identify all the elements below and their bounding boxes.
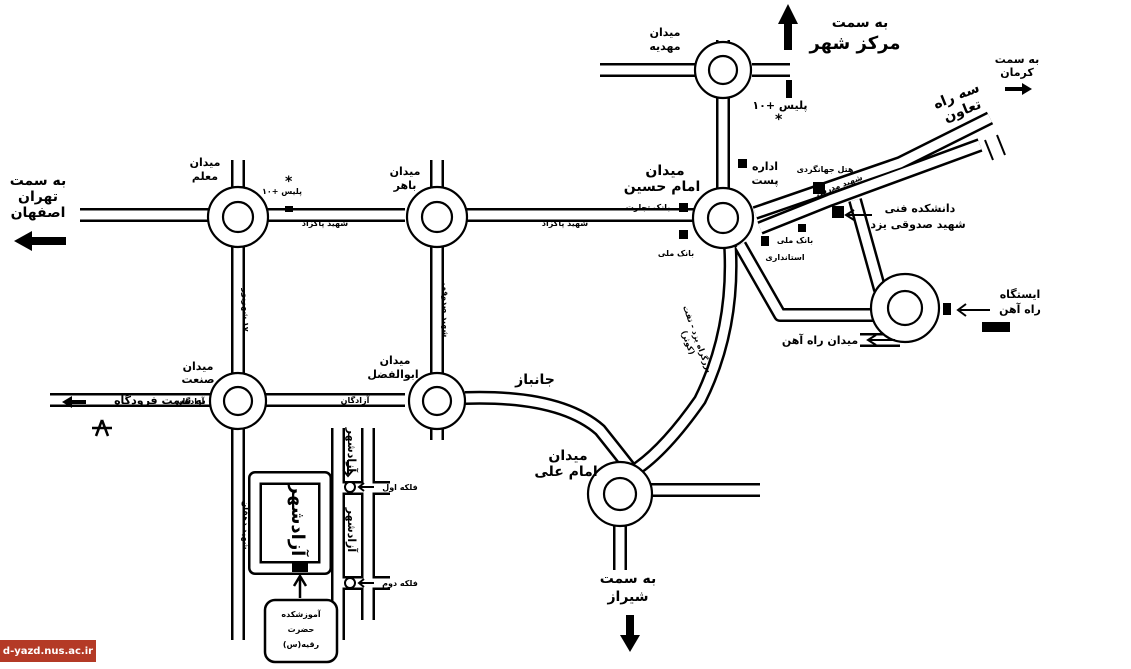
south-arrow-icon — [620, 615, 640, 652]
college-marker — [832, 206, 844, 218]
roundabout-mahdieh — [693, 40, 753, 100]
street-janbaz: جانباز — [514, 372, 555, 388]
azadshahr-arrow-icon — [342, 460, 354, 478]
street-azadegan-1: آزادگان — [176, 396, 205, 406]
bank-melli-marker — [679, 230, 688, 239]
bank-tejarat-label: بانک تجارت — [626, 203, 670, 212]
roundabout-moallem — [206, 185, 270, 249]
falake2-marker — [344, 577, 356, 589]
school-box — [263, 598, 339, 664]
airport-arrow-icon — [62, 396, 86, 408]
star-icon: * — [285, 174, 293, 190]
police2-label: پلیس +۱۰ — [752, 99, 807, 112]
roundabout-rahahan — [869, 272, 941, 344]
sq-rahahan-label: میدان راه آهن — [782, 333, 858, 347]
star2-icon: * — [775, 112, 783, 128]
site-url-badge[interactable]: d-yazd.nus.ac.ir — [0, 640, 96, 662]
street-pakzad-2: شهید پاکزاد — [542, 219, 588, 228]
street-bozorgrah: بزرگراه یزد - تفت(کوثر) — [672, 304, 715, 377]
falake1-label: فلکه اول — [382, 483, 417, 492]
bank-melli-label: بانک ملی — [658, 249, 694, 258]
falake1-marker — [344, 481, 356, 493]
college-arrow-icon — [844, 209, 872, 221]
police1-marker — [285, 206, 293, 212]
rahahan-arrow-icon — [866, 334, 895, 346]
bank-melli2-marker — [798, 224, 806, 232]
street-pakzad-1: شهید پاکزاد — [302, 219, 348, 228]
bank-tejarat-marker — [679, 203, 688, 212]
falake2-arrow-icon — [357, 578, 374, 588]
post-marker — [738, 159, 747, 168]
street-dehghan: شهید دهقان — [241, 500, 250, 549]
street-saduqi: شهید صدوقی — [441, 283, 450, 338]
street-azadegan-2: آزادگان — [341, 395, 370, 405]
police2-marker — [786, 80, 792, 98]
train-icon — [982, 322, 1010, 332]
ostandari-label: استانداری — [765, 253, 804, 262]
airplane-icon — [92, 419, 112, 437]
roundabout-abolfazl — [407, 371, 467, 431]
roundabout-imam-hossein — [691, 186, 755, 250]
school-arrow-icon — [292, 573, 308, 598]
azadshahr-v2-label: آزادشهر — [345, 507, 359, 553]
hotel-label: هتل جهانگردی — [797, 164, 854, 174]
azadshahr-v1-label: آزادشهر — [345, 427, 359, 473]
roundabout-imam-ali — [586, 460, 654, 528]
ostandari-marker — [761, 236, 769, 246]
landmark-markers: * * — [285, 80, 1010, 572]
station-marker — [943, 303, 951, 315]
west-arrow-icon — [14, 231, 66, 251]
north-arrow-icon — [778, 4, 798, 50]
police1-label: پلیس +۱۰ — [262, 187, 302, 197]
hotel-marker — [813, 182, 825, 194]
roundabout-sanat — [208, 371, 268, 431]
street-17shahrivar: ۱۷ شهریور — [241, 287, 250, 331]
school-marker — [292, 562, 308, 572]
station-arrow-icon — [956, 303, 990, 317]
azadshahr-big-label: آزادشهر — [287, 483, 310, 558]
roads — [50, 40, 1006, 640]
falake2-label: فلکه دوم — [382, 579, 418, 588]
bank-melli2-label: بانک ملی — [777, 236, 813, 245]
falake1-arrow-icon — [357, 482, 374, 492]
roundabout-baher — [405, 185, 469, 249]
east-arrow-icon — [1005, 83, 1032, 95]
airport-dir-label: به سمت فرودگاه — [114, 394, 206, 407]
